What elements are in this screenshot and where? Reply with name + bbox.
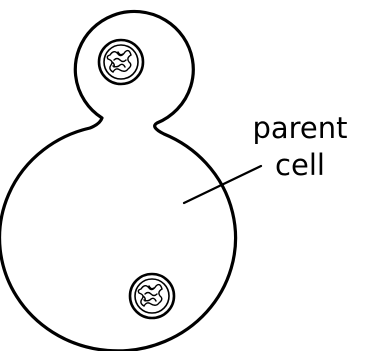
bud-nucleus xyxy=(99,40,143,84)
label-cell: cell xyxy=(275,148,325,182)
label-parent: parent xyxy=(252,111,347,145)
parent-nucleus xyxy=(130,274,174,318)
